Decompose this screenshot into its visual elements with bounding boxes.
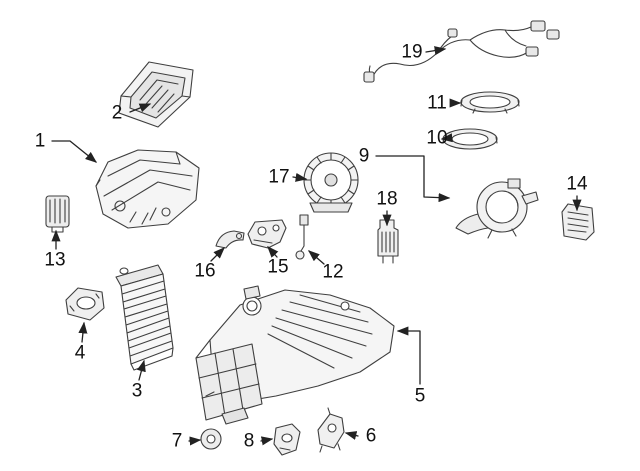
callout-5: 5 [414,385,426,407]
part-10-seal-ring [442,128,498,150]
part-4-seal-bracket [65,287,105,321]
part-1-heater-case-upper [95,149,200,229]
callout-6: 6 [365,425,377,447]
part-18-blower-resistor [377,219,399,264]
part-14-module [561,203,595,241]
part-2-mounting-cover [118,61,194,128]
callout-15: 15 [267,256,289,278]
callout-arrows [51,46,582,446]
callout-9: 9 [358,145,370,167]
part-6-expansion-valve [317,407,345,453]
part-5-evaporator-housing [195,285,395,425]
callout-2: 2 [111,102,123,124]
part-19-wiring-harness [363,20,560,83]
callout-8: 8 [243,430,255,452]
callout-17: 17 [268,166,290,188]
part-17-blower-motor [303,152,359,213]
part-11-seal-ring [460,91,520,114]
callout-19: 19 [401,41,423,63]
part-16-clip-bracket [215,230,245,249]
callout-14: 14 [566,173,588,195]
part-9-blower-inlet-housing [455,178,539,239]
part-3-heater-core [115,264,174,371]
part-8-bracket-plate [273,423,301,456]
callout-4: 4 [74,342,86,364]
callout-13: 13 [44,249,66,271]
callout-7: 7 [171,430,183,452]
callout-18: 18 [376,188,398,210]
part-15-mounting-bracket [247,219,287,249]
callout-3: 3 [131,380,143,402]
callout-1: 1 [34,130,46,152]
callout-16: 16 [194,260,216,282]
callout-10: 10 [426,127,448,149]
callout-12: 12 [322,261,344,283]
callout-11: 11 [427,92,447,114]
part-7-grommet [200,428,222,450]
part-12-sensor-rod [295,214,309,260]
part-13-connector [45,195,70,233]
